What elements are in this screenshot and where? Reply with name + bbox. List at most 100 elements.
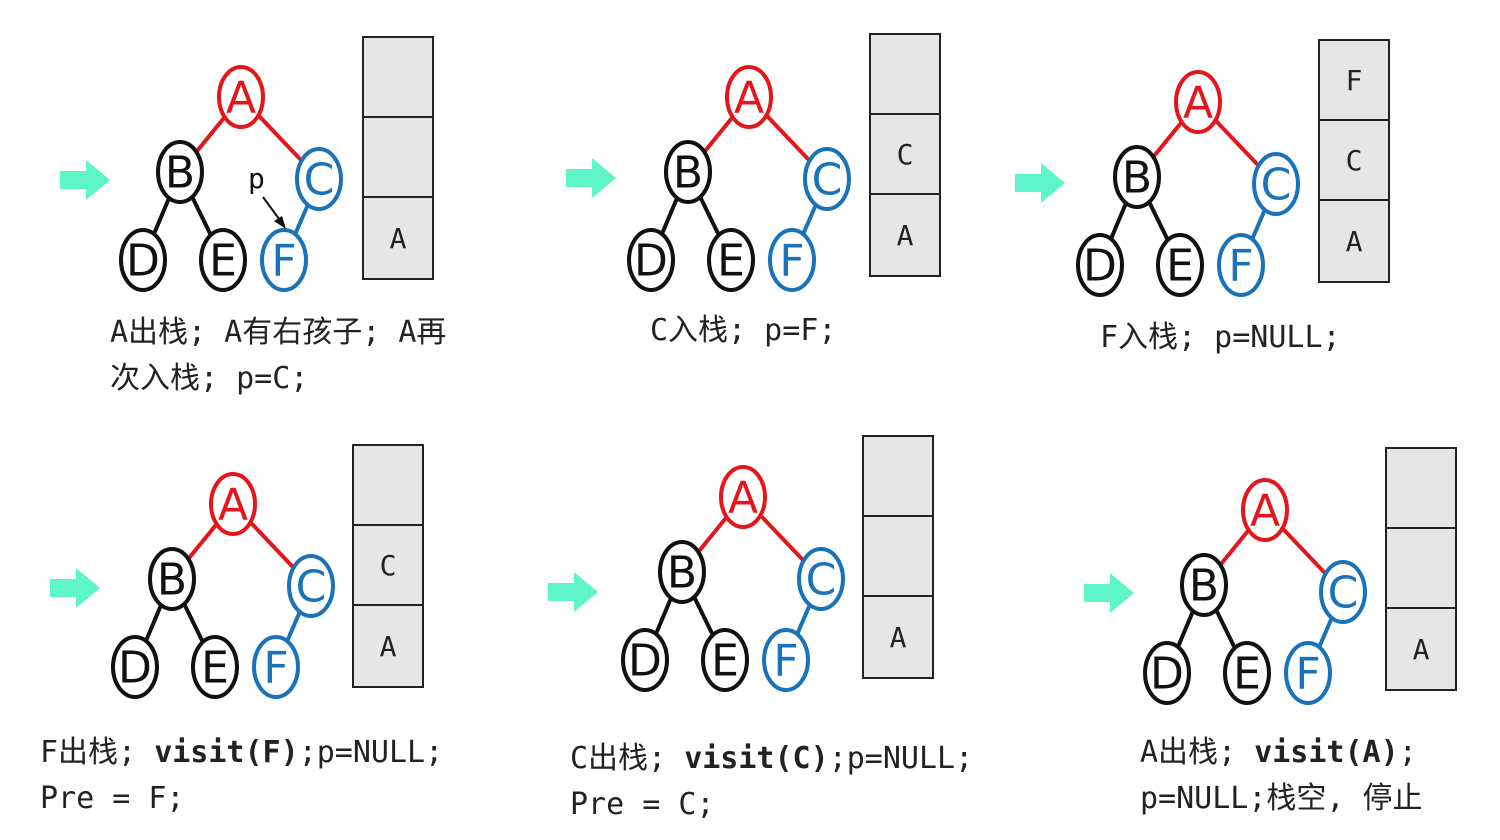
svg-text:F: F	[271, 236, 296, 287]
svg-text:F: F	[263, 643, 288, 694]
stack-cell: A	[1412, 632, 1430, 666]
svg-text:F: F	[779, 236, 804, 287]
stack-cell: C	[871, 115, 939, 195]
stack-cell	[864, 517, 932, 597]
caption-line: C出栈; visit(C);p=NULL;	[570, 741, 974, 776]
tree-node-c: C	[1252, 152, 1300, 216]
svg-text:A: A	[1183, 78, 1213, 129]
svg-text:C: C	[296, 562, 327, 613]
step-arrow-icon	[60, 160, 110, 200]
stack-cell	[871, 35, 939, 115]
tree-node-d: D	[1076, 233, 1124, 297]
tree-node-b: B	[658, 540, 706, 604]
step-arrow-icon	[548, 572, 598, 612]
svg-text:A: A	[226, 73, 256, 124]
stack-cell: F	[1320, 41, 1388, 121]
tree-node-e: E	[701, 628, 749, 692]
tree-node-e: E	[1156, 233, 1204, 297]
tree-node-c: C	[287, 554, 335, 618]
svg-text:E: E	[717, 236, 745, 287]
tree-node-e: E	[1223, 641, 1271, 705]
svg-text:C: C	[1261, 160, 1292, 211]
caption-line: A出栈; visit(A);	[1140, 735, 1417, 770]
tree-node-e: E	[191, 635, 239, 699]
caption-line: p=NULL;栈空, 停止	[1140, 781, 1423, 816]
svg-text:C: C	[304, 155, 335, 206]
step-caption: F入栈; p=NULL;	[1100, 315, 1341, 361]
pointer-label: p	[248, 162, 265, 195]
svg-text:B: B	[673, 148, 703, 199]
svg-text:D: D	[628, 636, 662, 687]
svg-text:E: E	[711, 636, 739, 687]
tree-node-a: A	[1174, 70, 1222, 134]
step-caption: F出栈; visit(F);p=NULL; Pre = F;	[40, 730, 443, 822]
caption-line: 次入栈; p=C;	[110, 361, 309, 396]
svg-text:D: D	[634, 236, 668, 287]
svg-text:C: C	[812, 155, 843, 206]
svg-text:B: B	[1122, 153, 1152, 204]
tree-node-d: D	[627, 228, 675, 292]
stack-cell: C	[354, 526, 422, 606]
svg-text:B: B	[157, 555, 187, 606]
caption-line: A出栈; A有右孩子; A再	[110, 315, 447, 350]
stack-cell	[364, 118, 432, 198]
tree-node-d: D	[621, 628, 669, 692]
tree-node-d: D	[111, 635, 159, 699]
stack-cell: A	[896, 218, 914, 252]
stack-cell	[864, 437, 932, 517]
tree-node-f: F	[762, 628, 810, 692]
stack-cell: C	[1320, 121, 1388, 201]
tree-node-c: C	[797, 547, 845, 611]
tree-node-c: C	[295, 147, 343, 211]
svg-text:B: B	[165, 148, 195, 199]
stack-cell: A	[389, 221, 407, 255]
caption-line: C入栈; p=F;	[650, 313, 837, 348]
tree-node-f: F	[1217, 233, 1265, 297]
tree-node-b: B	[664, 140, 712, 204]
stack-cell	[1387, 529, 1455, 609]
stack-cell	[354, 446, 422, 526]
tree-node-d: D	[1143, 641, 1191, 705]
svg-text:D: D	[1150, 649, 1184, 700]
tree-node-f: F	[260, 228, 308, 292]
tree-node-b: B	[1113, 145, 1161, 209]
caption-line: Pre = F;	[40, 781, 185, 816]
svg-text:B: B	[667, 548, 697, 599]
tree-node-b: B	[148, 547, 196, 611]
svg-text:C: C	[1328, 568, 1359, 619]
step-arrow-icon	[1084, 573, 1134, 613]
svg-text:F: F	[773, 636, 798, 687]
svg-text:C: C	[806, 555, 837, 606]
tree-node-b: B	[1180, 553, 1228, 617]
stack-cell	[364, 38, 432, 118]
tree-node-a: A	[719, 465, 767, 529]
svg-text:F: F	[1295, 649, 1320, 700]
caption-line: Pre = C;	[570, 787, 715, 822]
tree-node-b: B	[156, 140, 204, 204]
tree-node-a: A	[209, 472, 257, 536]
tree-node-f: F	[252, 635, 300, 699]
step-caption: A出栈; visit(A); p=NULL;栈空, 停止	[1140, 730, 1423, 822]
step-caption: A出栈; A有右孩子; A再次入栈; p=C;	[110, 310, 446, 402]
svg-text:D: D	[126, 236, 160, 287]
stack-cell	[1387, 449, 1455, 529]
svg-text:E: E	[209, 236, 237, 287]
tree-node-c: C	[803, 147, 851, 211]
stack-cell: A	[889, 620, 907, 654]
svg-text:E: E	[1166, 241, 1194, 292]
svg-text:A: A	[218, 480, 248, 531]
caption-line: F出栈; visit(F);p=NULL;	[40, 735, 444, 770]
svg-text:E: E	[1233, 649, 1261, 700]
stack: A	[1385, 447, 1457, 691]
stack-cell: A	[1345, 224, 1363, 258]
tree-node-a: A	[1241, 478, 1289, 542]
svg-text:E: E	[201, 643, 229, 694]
